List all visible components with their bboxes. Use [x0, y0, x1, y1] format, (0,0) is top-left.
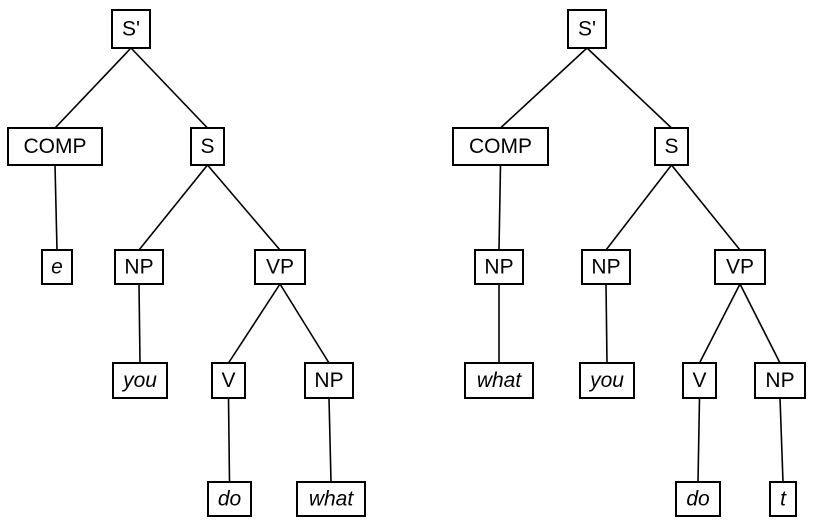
node-box-R-Sbar — [567, 9, 607, 49]
left-tree-edges — [54, 47, 332, 483]
node-box-R-COMP — [452, 127, 549, 166]
tree-node-R-VP[interactable]: VP — [714, 249, 766, 285]
tree-node-L-NP2[interactable]: NP — [304, 362, 354, 399]
node-box-L-do — [207, 481, 252, 517]
tree-edge-L-V-to-L-do — [227, 397, 231, 483]
node-box-R-t — [769, 481, 797, 517]
tree-edge-R-S-to-R-VP — [670, 164, 741, 251]
node-box-L-V — [211, 362, 246, 399]
tree-edge-L-S-to-L-NP1 — [138, 164, 209, 251]
tree-node-L-NP1[interactable]: NP — [114, 249, 164, 285]
tree-node-L-what[interactable]: what — [296, 481, 366, 517]
tree-node-R-NP2[interactable]: NP — [754, 362, 806, 399]
tree-edge-R-VP-to-R-NP2 — [739, 283, 781, 364]
tree-edge-R-Sbar-to-R-S — [586, 47, 673, 129]
tree-node-R-NP1[interactable]: NP — [581, 249, 631, 285]
tree-edge-L-Sbar-to-L-S — [130, 47, 209, 129]
node-box-L-what — [296, 481, 366, 517]
tree-node-R-NP0[interactable]: NP — [474, 249, 524, 285]
edges-layer — [54, 47, 784, 483]
node-box-R-do — [675, 481, 721, 517]
tree-edge-R-NP2-to-R-t — [779, 397, 784, 483]
node-box-R-VP — [714, 249, 766, 285]
tree-edge-R-V-to-R-do — [697, 397, 701, 483]
node-label-L-Sbar: S' — [122, 18, 140, 41]
tree-node-R-V[interactable]: V — [682, 362, 717, 399]
tree-node-L-you[interactable]: you — [112, 362, 168, 399]
node-box-L-Sbar — [111, 9, 151, 49]
tree-node-L-S[interactable]: S — [190, 127, 225, 166]
tree-node-L-e[interactable]: e — [41, 249, 73, 285]
node-label-R-do: do — [686, 488, 710, 511]
node-label-L-COMP: COMP — [24, 135, 87, 158]
node-box-R-you — [579, 362, 635, 399]
node-label-L-what: what — [309, 488, 355, 511]
node-label-L-e: e — [51, 256, 63, 279]
node-box-R-NP1 — [581, 249, 631, 285]
node-label-L-V: V — [221, 369, 235, 392]
tree-node-R-Sbar[interactable]: S' — [567, 9, 607, 49]
node-box-L-VP — [254, 249, 306, 285]
node-box-L-NP2 — [304, 362, 354, 399]
node-label-L-VP: VP — [266, 256, 294, 279]
node-box-L-e — [41, 249, 73, 285]
node-label-L-do: do — [218, 488, 242, 511]
node-box-L-S — [190, 127, 225, 166]
tree-node-R-t[interactable]: t — [769, 481, 797, 517]
node-box-L-you — [112, 362, 168, 399]
node-label-L-you: you — [121, 369, 157, 392]
tree-node-R-S[interactable]: S — [654, 127, 689, 166]
tree-edge-L-VP-to-L-NP2 — [279, 283, 330, 364]
tree-edge-R-Sbar-to-R-COMP — [499, 47, 588, 129]
right-tree-edges — [498, 47, 784, 483]
tree-node-R-what[interactable]: what — [464, 362, 534, 399]
node-label-R-V: V — [692, 369, 706, 392]
tree-node-L-V[interactable]: V — [211, 362, 246, 399]
node-label-R-S: S — [664, 135, 678, 158]
tree-edge-R-S-to-R-NP1 — [605, 164, 673, 251]
node-label-R-what: what — [477, 369, 523, 392]
tree-edge-L-VP-to-L-V — [227, 283, 281, 364]
tree-node-L-Sbar[interactable]: S' — [111, 9, 151, 49]
tree-edge-R-VP-to-R-V — [698, 283, 741, 364]
node-box-R-V — [682, 362, 717, 399]
node-label-R-Sbar: S' — [578, 18, 596, 41]
tree-edge-R-NP1-to-R-you — [605, 283, 608, 364]
tree-node-L-COMP[interactable]: COMP — [7, 127, 103, 166]
tree-node-L-do[interactable]: do — [207, 481, 252, 517]
node-label-R-NP0: NP — [484, 256, 513, 279]
node-label-R-you: you — [588, 369, 624, 392]
node-label-R-VP: VP — [726, 256, 754, 279]
node-label-L-NP1: NP — [124, 256, 153, 279]
node-label-L-S: S — [200, 135, 214, 158]
node-label-R-NP2: NP — [765, 369, 794, 392]
tree-edge-R-COMP-to-R-NP0 — [498, 164, 502, 251]
node-label-R-NP1: NP — [591, 256, 620, 279]
node-box-R-NP2 — [754, 362, 806, 399]
tree-edge-L-Sbar-to-L-COMP — [54, 47, 132, 129]
tree-node-R-COMP[interactable]: COMP — [452, 127, 549, 166]
tree-edge-L-NP2-to-L-what — [328, 397, 332, 483]
node-label-L-NP2: NP — [314, 369, 343, 392]
node-box-R-S — [654, 127, 689, 166]
tree-edge-L-NP1-to-L-you — [138, 283, 141, 364]
tree-edge-L-COMP-to-L-e — [54, 164, 58, 251]
tree-node-L-VP[interactable]: VP — [254, 249, 306, 285]
node-box-L-NP1 — [114, 249, 164, 285]
node-label-R-t: t — [780, 488, 787, 511]
node-box-R-what — [464, 362, 534, 399]
node-box-L-COMP — [7, 127, 103, 166]
right-tree-nodes: S' COMP S NP NP VP what you V NP do t — [452, 9, 806, 517]
tree-edge-L-S-to-L-VP — [206, 164, 281, 251]
tree-node-R-you[interactable]: you — [579, 362, 635, 399]
node-box-R-NP0 — [474, 249, 524, 285]
node-label-R-COMP: COMP — [469, 135, 532, 158]
tree-node-R-do[interactable]: do — [675, 481, 721, 517]
